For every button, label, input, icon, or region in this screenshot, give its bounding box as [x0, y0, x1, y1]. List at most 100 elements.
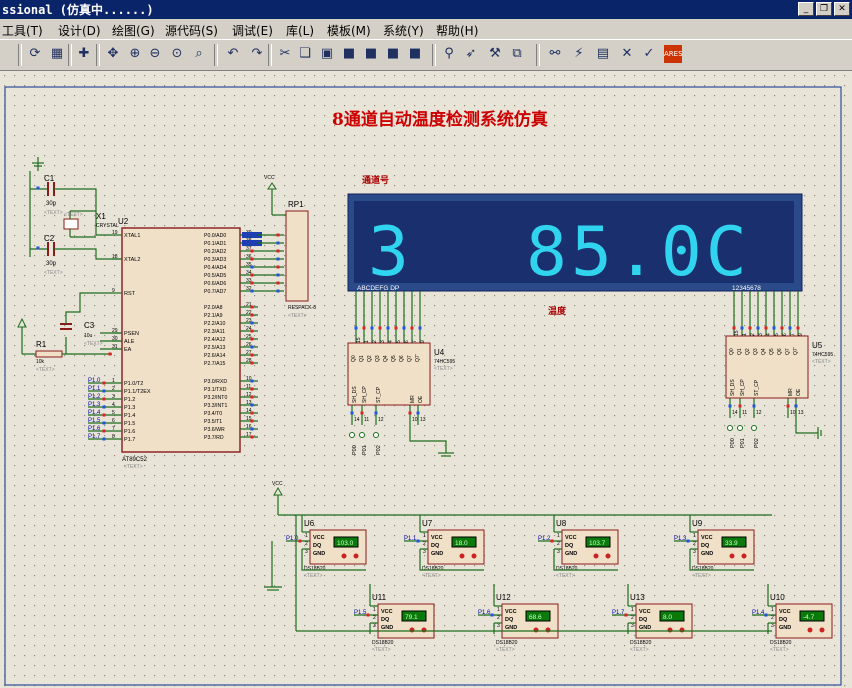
sensor-button-up [471, 553, 477, 559]
mcu-left-pin-num: 4 [112, 402, 115, 408]
sensor-pin-name: VCC [701, 535, 713, 541]
sensor-pin-num: 2 [771, 615, 774, 621]
menu-tools[interactable]: 工具(T) [2, 24, 43, 38]
mcu-right-pin-num: 23 [246, 318, 252, 324]
refresh-icon[interactable]: ⟳ [29, 46, 41, 61]
resistor-r1 [35, 350, 63, 358]
wire-autorouter-icon[interactable]: ⧉ [512, 46, 522, 61]
shift-u4-bottom-pin-num: 11 [364, 417, 369, 423]
sensor-pin-name: GND [701, 551, 713, 557]
sensor-text: <TEXT> [372, 647, 391, 653]
redo-icon[interactable]: ↷ [251, 46, 263, 61]
c1-ref: C1 [44, 174, 55, 183]
sensor-ref: U13 [630, 593, 645, 602]
sensor-pin-name: VCC [565, 535, 577, 541]
mcu-left-pin-name: P1.4 [124, 413, 135, 419]
minimize-button[interactable]: _ [798, 2, 814, 16]
mcu-right-pin-name: P0.6/AD6 [204, 281, 226, 287]
ares-icon[interactable]: ARES [664, 45, 683, 63]
sensor-pin-num: 3 [631, 623, 634, 629]
sensor-pin-num: 2 [305, 541, 308, 547]
restore-button[interactable]: ❐ [816, 2, 832, 16]
origin-icon[interactable]: ✚ [78, 46, 90, 61]
title-bar: ssional (仿真中......) _ ❐ ✕ [0, 0, 852, 19]
sensor-pin-num: 1 [693, 533, 696, 539]
toolbar-separator [96, 44, 100, 66]
channel-label: 通道号 [362, 174, 389, 185]
menu-template[interactable]: 模板(M) [327, 24, 371, 38]
close-button[interactable]: ✕ [834, 2, 850, 16]
sensor-pin-num: 2 [373, 615, 376, 621]
shift-u4-top-pin-name: Q2 [367, 355, 373, 362]
shift-u5-bottom-pin-name: ST_CP [754, 379, 760, 396]
zoom-area-icon[interactable]: ⌕ [195, 46, 203, 61]
pin-state-dot [624, 613, 628, 617]
shift-u5-top-pin-name: Q3 [753, 348, 759, 355]
menu-debug[interactable]: 调试(E) [232, 24, 273, 38]
pin-state-dot [780, 326, 784, 330]
mcu-right-pin-num: 10 [246, 376, 252, 382]
menu-help[interactable]: 帮助(H) [436, 24, 479, 38]
pan-icon[interactable]: ✥ [107, 46, 119, 61]
shift-u5-bottom-pin-num: 13 [798, 410, 804, 416]
sensor-pin-name: GND [639, 625, 651, 631]
property-assign-icon[interactable]: ⚡ [574, 46, 584, 61]
netlist-icon[interactable]: ▤ [596, 46, 610, 61]
mcu-right-pin-num: 27 [246, 350, 252, 356]
electrical-check-icon[interactable]: ✓ [643, 46, 655, 61]
shift-u5-bottom-pin-name: SH_CP [740, 379, 746, 396]
block-rotate-icon[interactable]: ■ [386, 46, 400, 61]
shift-u5-top-pin-num: 9 [798, 333, 804, 336]
zoom-in-icon[interactable]: ⊕ [129, 46, 141, 61]
pin-state-dot [416, 411, 420, 415]
menu-library[interactable]: 库(L) [286, 24, 315, 38]
block-delete-icon[interactable]: ■ [408, 46, 422, 61]
pick-device-icon[interactable]: ⚲ [444, 46, 454, 61]
zoom-all-icon[interactable]: ⊙ [171, 46, 183, 61]
schematic-title: 8通道自动温度检测系统仿真 [332, 109, 548, 130]
shift-u4-bottom-pin-name: SH_DS [352, 386, 358, 403]
shift-u4-bottom-pin-name: ST_CP [376, 386, 382, 403]
decompose-icon[interactable]: ⚒ [489, 46, 501, 61]
search-tag-icon[interactable]: ⚯ [549, 46, 561, 61]
sensor-pin-num: 1 [423, 533, 426, 539]
sensor-part: DS18B20 [770, 640, 792, 646]
mcu-left-pin-name: P1.5 [124, 421, 135, 427]
p1-net-label: P1.0 [88, 378, 101, 384]
shift-u4-top-pin-name: Q0 [351, 355, 357, 362]
menu-design[interactable]: 设计(D) [58, 24, 101, 38]
copy-icon[interactable]: ❏ [299, 46, 311, 61]
mcu-left-pin-name: P1.1/T2EX [124, 389, 151, 395]
sensor-button-up [819, 627, 825, 633]
sensor-button-down [729, 553, 735, 559]
grid-icon[interactable]: ▦ [50, 46, 64, 61]
sensor-reading: 8.0 [663, 614, 672, 621]
block-copy-icon[interactable]: ■ [342, 46, 356, 61]
pin-state-dot [418, 326, 422, 330]
pin-state-dot [250, 281, 254, 285]
toolbar-separator [214, 44, 218, 66]
mcu-right-pin-num: 36 [246, 254, 252, 260]
sensor-part: DS18B20 [496, 640, 518, 646]
shift-u5-top-pin-name: Q7 [785, 348, 791, 355]
sensor-button-up [741, 553, 747, 559]
mcu-left-pin-num: 30 [112, 336, 118, 342]
menu-system[interactable]: 系统(Y) [383, 24, 424, 38]
block-move-icon[interactable]: ■ [364, 46, 378, 61]
undo-icon[interactable]: ↶ [227, 46, 239, 61]
zoom-out-icon[interactable]: ⊖ [149, 46, 161, 61]
paste-icon[interactable]: ▣ [320, 46, 334, 61]
sensor-lcd [525, 610, 551, 622]
menu-source[interactable]: 源代码(S) [165, 24, 218, 38]
cut-icon[interactable]: ✂ [279, 46, 291, 61]
make-device-icon[interactable]: ➶ [465, 46, 477, 61]
bill-icon[interactable]: ✕ [621, 46, 633, 61]
sensor-pin-name: VCC [381, 609, 393, 615]
pin-state-dot [108, 352, 112, 356]
mcu-right-pin-num: 13 [246, 400, 252, 406]
shift-u5-top-pin-num: 7 [790, 333, 796, 336]
sensor-pin-name: GND [505, 625, 517, 631]
sensor-lcd [401, 610, 427, 622]
menu-graph[interactable]: 绘图(G) [112, 24, 155, 38]
